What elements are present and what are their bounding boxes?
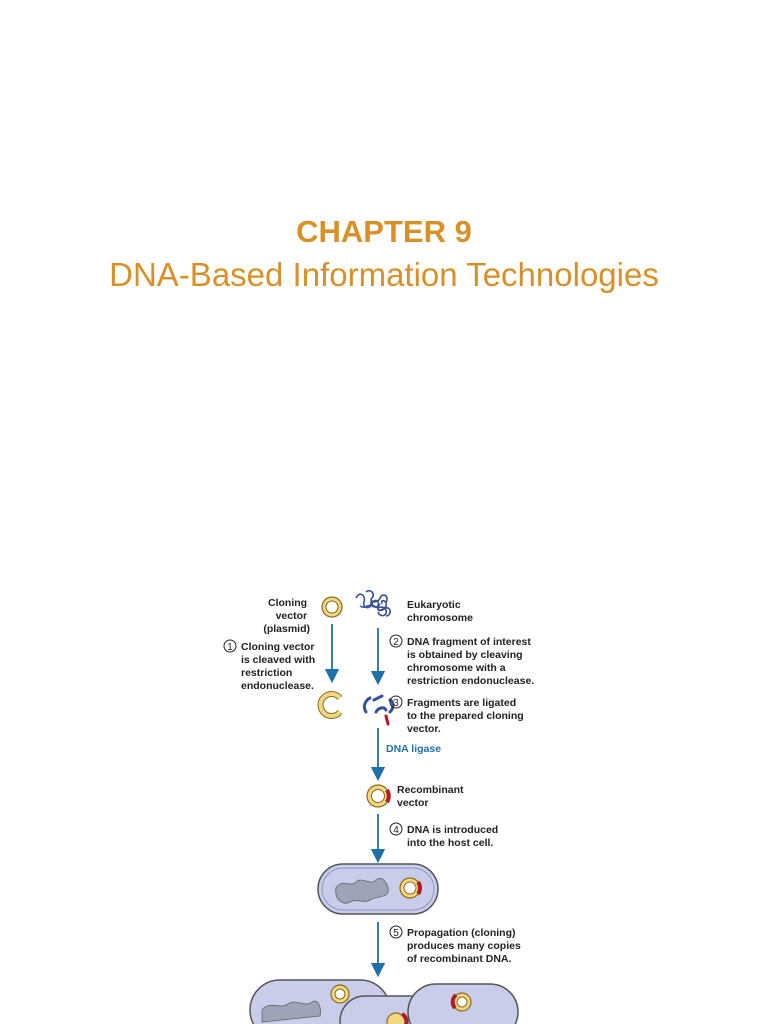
step5-text: Propagation (cloning) produces many copi… bbox=[407, 927, 524, 965]
chapter-title: DNA-Based Information Technologies bbox=[109, 256, 659, 293]
step1-number: 1 bbox=[227, 642, 233, 653]
propagated-cells bbox=[249, 979, 519, 1024]
plasmid-intact bbox=[321, 596, 343, 618]
host-cell bbox=[317, 863, 439, 915]
dna-ligase-label: DNA ligase bbox=[386, 743, 441, 755]
step1-text: Cloning vector is cleaved with restricti… bbox=[241, 641, 318, 692]
step3-text: Fragments are ligated to the prepared cl… bbox=[407, 697, 527, 735]
dna-fragments bbox=[362, 694, 395, 726]
eukaryotic-label: Eukaryotic chromosome bbox=[407, 599, 473, 624]
step4-number: 4 bbox=[393, 825, 399, 836]
recombinant-vector bbox=[366, 784, 391, 808]
plasmid-cleaved bbox=[317, 691, 343, 719]
step4-number-circle bbox=[389, 822, 403, 836]
recombinant-label: Recombinant vector bbox=[397, 784, 466, 809]
step3-number: 3 bbox=[393, 698, 399, 709]
step2-text: DNA fragment of interest is obtained by … bbox=[407, 636, 534, 687]
step4-text: DNA is introduced into the host cell. bbox=[407, 824, 501, 849]
cloning-vector-label: Cloning vector (plasmid) bbox=[263, 597, 310, 635]
step3-number-circle bbox=[389, 695, 403, 709]
chapter-heading: CHAPTER 9 bbox=[296, 214, 472, 249]
eukaryotic-chromosome bbox=[355, 589, 391, 617]
step2-number: 2 bbox=[393, 637, 399, 648]
step5-number-circle bbox=[389, 925, 403, 939]
step5-number: 5 bbox=[393, 928, 399, 939]
step2-number-circle bbox=[389, 634, 403, 648]
step1-number-circle bbox=[223, 639, 237, 653]
